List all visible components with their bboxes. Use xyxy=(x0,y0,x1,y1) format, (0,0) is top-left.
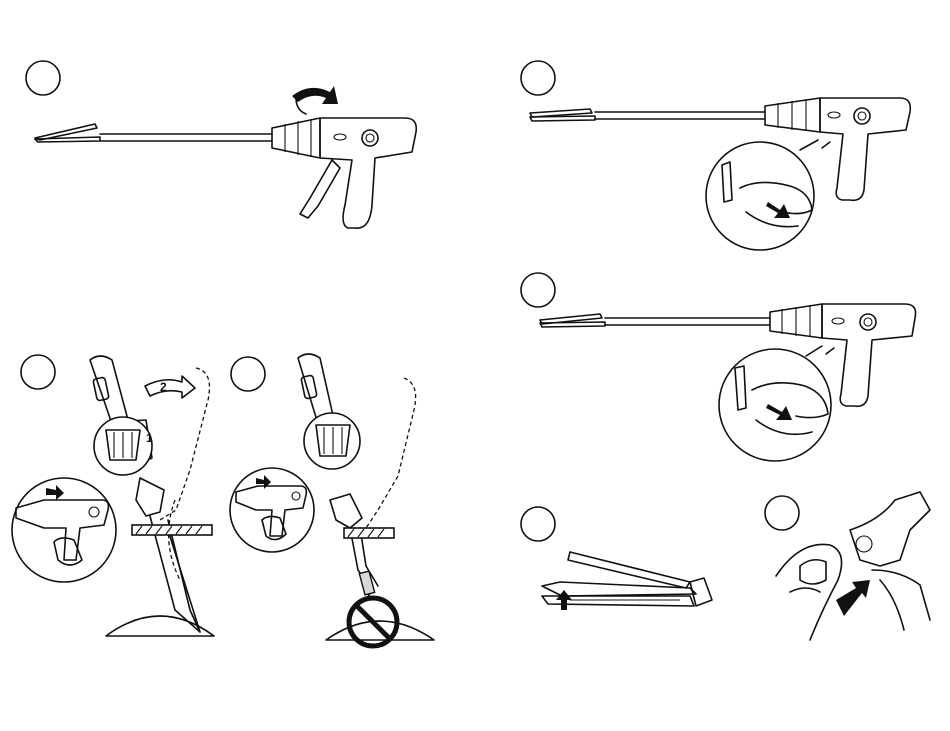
step-e-number-circle xyxy=(231,357,265,391)
rotation-order-1: 1 xyxy=(146,431,153,445)
step-d-rotate-arrow: 2 xyxy=(145,376,195,398)
step-e-ghost-handle xyxy=(366,378,416,528)
rotate-arrow-icon xyxy=(292,86,338,114)
step-f-number-circle xyxy=(521,507,555,541)
step-b-callout-line xyxy=(800,140,830,150)
step-e-handle xyxy=(298,354,378,600)
step-c-panel xyxy=(521,273,916,461)
step-e-panel xyxy=(230,354,434,646)
step-e-knob-lens xyxy=(304,413,360,469)
step-e-hand-lens xyxy=(230,468,314,552)
step-a-panel xyxy=(26,61,416,228)
rotation-order-2: 2 xyxy=(160,380,167,394)
step-d-knob-lens: 1 xyxy=(94,417,153,475)
pull-arrow-icon xyxy=(836,580,870,616)
step-c-callout-line xyxy=(806,346,834,356)
step-b-panel xyxy=(521,61,910,250)
up-arrow-icon xyxy=(556,590,572,610)
step-b-number-circle xyxy=(521,61,555,95)
step-d-number-circle xyxy=(21,355,55,389)
step-a-number-circle xyxy=(26,61,60,95)
step-c-number-circle xyxy=(521,273,555,307)
step-d-hand-lens xyxy=(12,478,116,582)
step-c-detail-lens xyxy=(719,349,831,461)
step-d-panel: 1 2 xyxy=(12,355,214,636)
step-a-stapler xyxy=(35,118,416,228)
step-f-panel xyxy=(521,507,712,610)
step-g-number-circle xyxy=(765,496,799,530)
step-b-detail-lens xyxy=(706,142,814,250)
step-d-ghost-shaft xyxy=(169,500,180,580)
step-g-panel xyxy=(765,492,930,640)
